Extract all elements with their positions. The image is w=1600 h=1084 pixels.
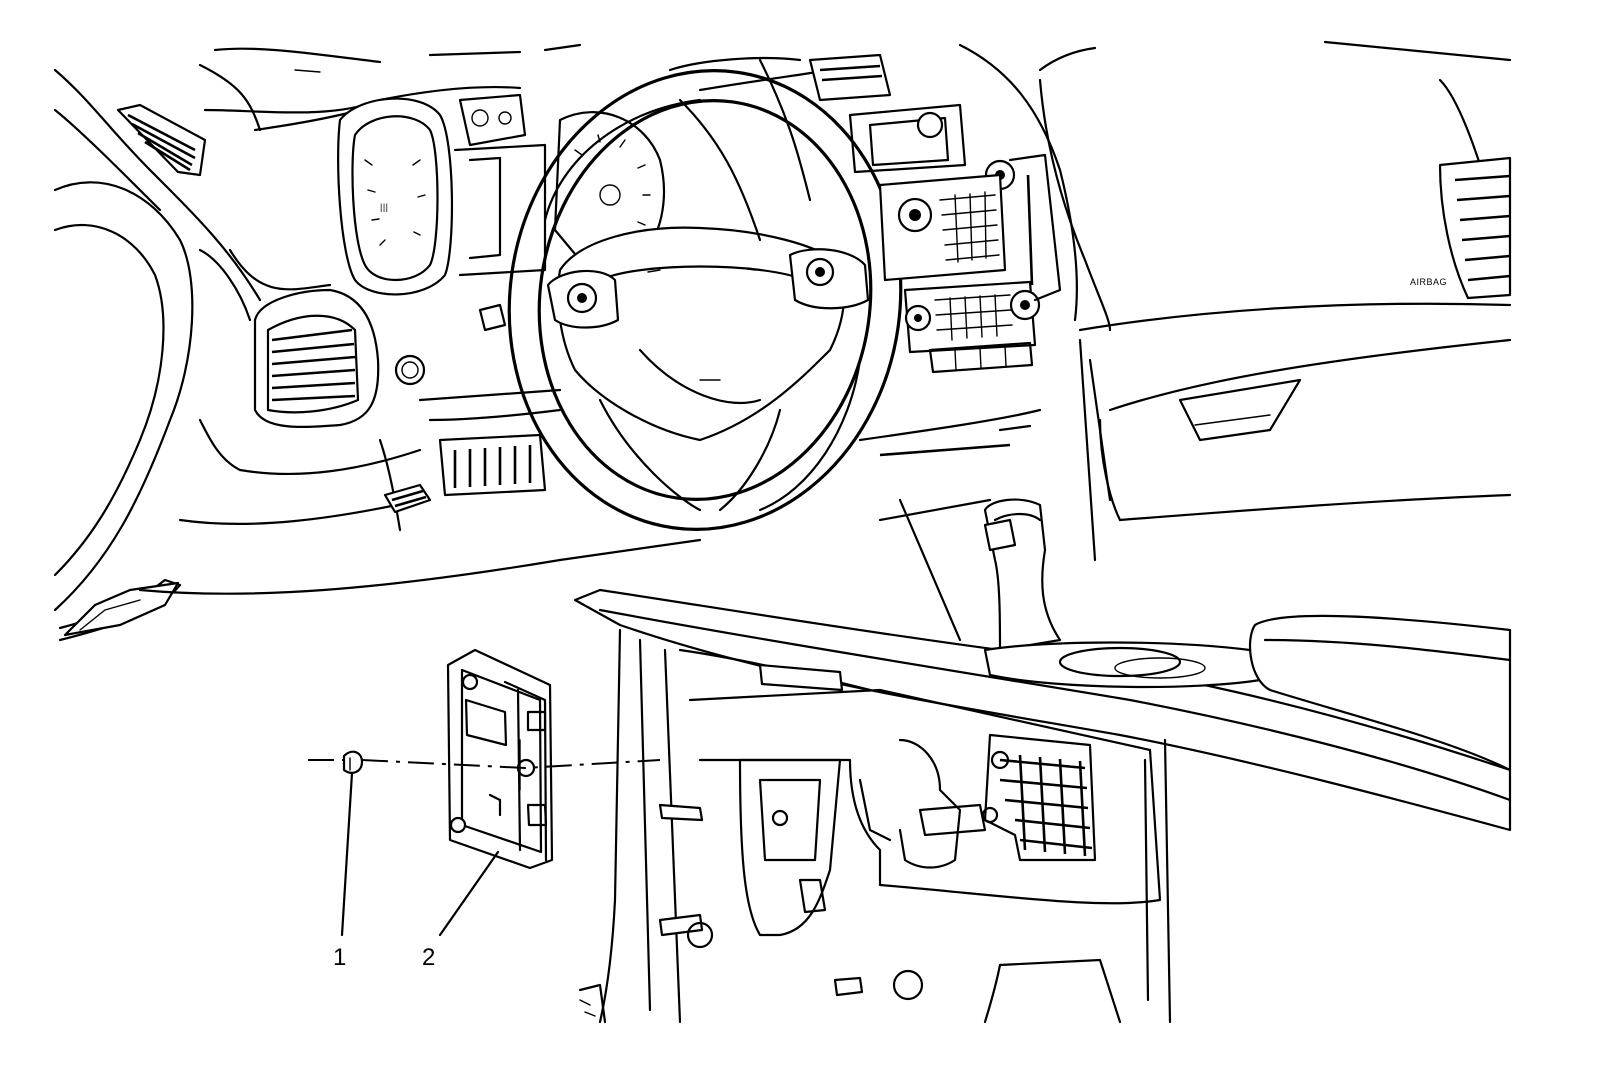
callout-1-leader: [340, 771, 354, 937]
steering-column-area: [418, 303, 562, 497]
console-side-panel: [578, 628, 1172, 1024]
left-air-vent: [253, 288, 380, 428]
center-stack: [668, 43, 1078, 374]
upper-left-air-vent: [116, 103, 207, 177]
callout-1-label: 1: [333, 944, 346, 971]
nut-fastener: [342, 750, 364, 774]
airbag-label: AIRBAG: [1410, 277, 1447, 287]
passenger-dashboard: AIRBAG: [1038, 78, 1512, 562]
steering-wheel: [507, 69, 903, 531]
dashboard-left-section: [138, 248, 562, 595]
installation-axis-line: [308, 759, 661, 770]
callout-2-leader: [438, 850, 500, 937]
control-module: [446, 648, 554, 870]
callout-2-label: 2: [422, 944, 435, 971]
lower-center-console-area: [558, 408, 1042, 642]
instrument-cluster: |||: [337, 93, 547, 296]
svg-text:|||: |||: [380, 202, 389, 212]
floor-console: [573, 498, 1512, 832]
left-windshield-pillar: [53, 68, 262, 642]
